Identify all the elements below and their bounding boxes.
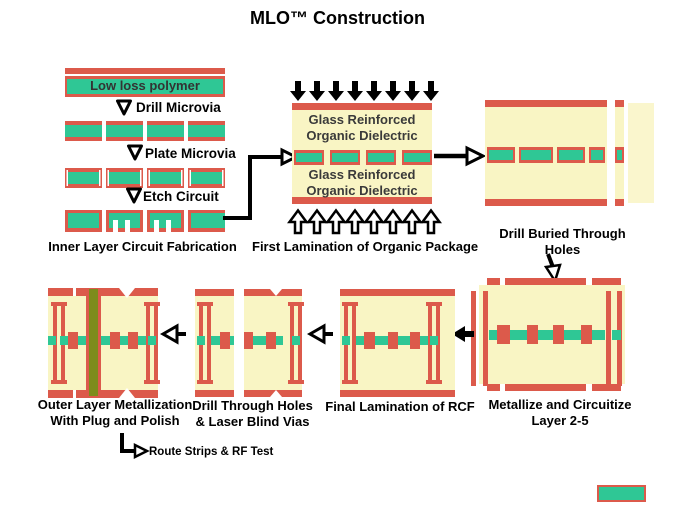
- final-lamination-rcf-block: [340, 289, 455, 397]
- drill-buried-caption-line1: Drill Buried Through: [499, 226, 626, 241]
- dielectric-upper-line1: Glass Reinforced: [308, 112, 416, 127]
- drill-buried-arrow: [543, 253, 562, 284]
- drill-through-caption-line1: Drill Through Holes: [192, 398, 313, 413]
- laminated-panel-block: [485, 100, 654, 206]
- metallize-block: [471, 278, 625, 391]
- dielectric-upper-line2: Organic Dielectric: [306, 128, 418, 143]
- etched-layer-row: [65, 210, 225, 232]
- dielectric-lower-line1: Glass Reinforced: [308, 167, 416, 182]
- drill-buried-caption-line2: Holes: [544, 242, 581, 257]
- first-lamination-caption: First Lamination of Organic Package: [252, 239, 479, 254]
- drilled-layer-row: [65, 121, 225, 141]
- logo-mark: [597, 485, 646, 502]
- page-title: MLO™ Construction: [250, 8, 425, 28]
- via-plug: [86, 289, 101, 396]
- etch-step-arrow-icon: [126, 187, 142, 204]
- metallize-caption-line1: Metallize and Circuitize: [488, 397, 632, 412]
- metallize-caption-line2: Layer 2-5: [531, 413, 589, 428]
- press-up-arrows: [287, 208, 442, 235]
- drill-microvia-label: Drill Microvia: [136, 100, 221, 115]
- flow-arrow-left-open-1: [306, 323, 333, 345]
- drill-step-arrow-icon: [116, 99, 132, 116]
- outer-layer-caption-line1: Outer Layer Metallization: [37, 397, 193, 412]
- plate-step-arrow-icon: [127, 144, 143, 161]
- inner-layer-caption: Inner Layer Circuit Fabrication: [48, 239, 237, 254]
- dielectric-lower-line2: Organic Dielectric: [306, 183, 418, 198]
- connector-to-lamination-arrow: [223, 147, 300, 220]
- outer-layer-block: [48, 288, 160, 398]
- drill-through-caption-line2: & Laser Blind Vias: [195, 414, 310, 429]
- drill-through-block: [195, 286, 304, 399]
- press-down-arrows: [290, 81, 439, 101]
- outer-layer-caption-line2: With Plug and Polish: [50, 413, 180, 428]
- connector-to-panel-arrow: [434, 145, 487, 167]
- etch-circuit-label: Etch Circuit: [143, 189, 219, 204]
- plate-microvia-label: Plate Microvia: [145, 146, 236, 161]
- plated-layer-row: [65, 168, 225, 188]
- first-lamination-block: [292, 103, 432, 204]
- final-lamination-caption: Final Lamination of RCF: [325, 399, 475, 414]
- route-strips-arrow: [120, 433, 150, 460]
- low-loss-polymer-label: Low loss polymer: [90, 78, 200, 93]
- inner-layer-stack: [65, 68, 225, 232]
- flow-arrow-left-open-2: [159, 323, 186, 345]
- flow-arrow-left-solid: [452, 326, 474, 342]
- route-strips-label: Route Strips & RF Test: [149, 446, 274, 458]
